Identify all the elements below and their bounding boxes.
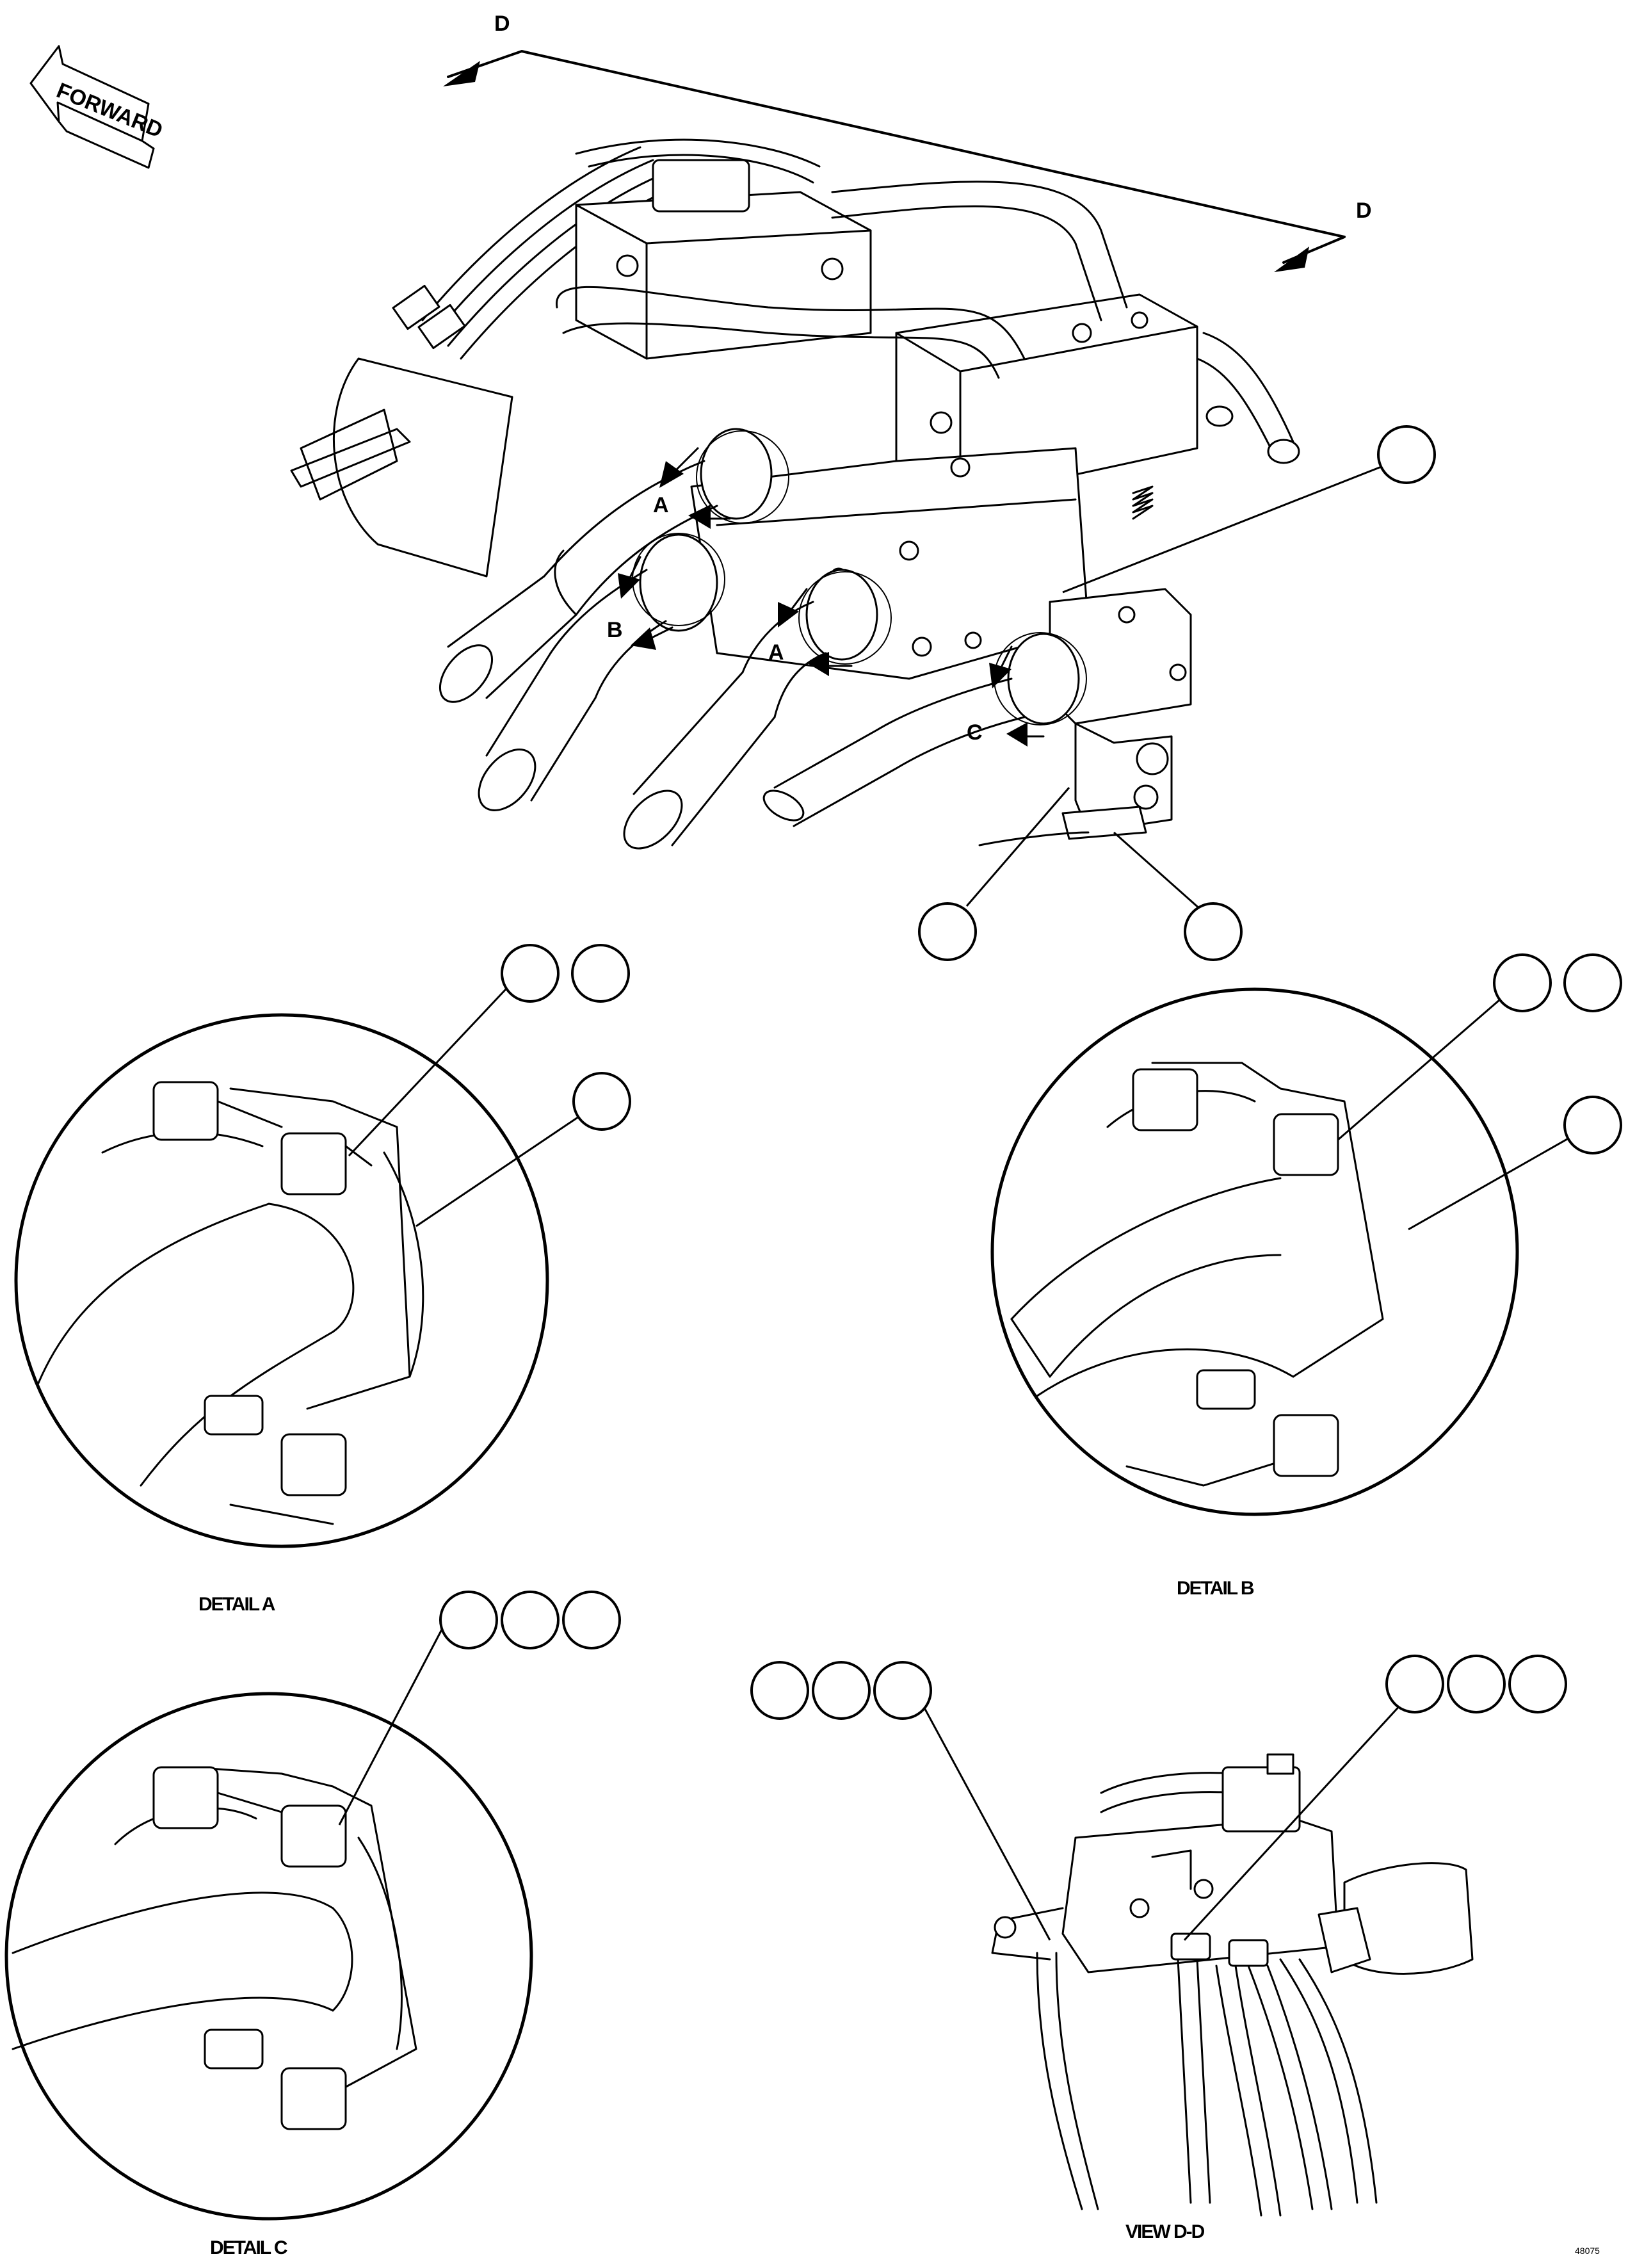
balloon — [1563, 953, 1622, 1012]
detail-c-callout: C — [967, 720, 983, 745]
balloon — [1385, 1655, 1444, 1713]
detail-c: DETAIL C — [4, 1591, 621, 2258]
forward-arrow-icon: FORWARD — [29, 45, 166, 169]
balloon — [918, 902, 977, 961]
detail-a-callout-2: A — [768, 640, 784, 665]
balloon — [873, 1661, 932, 1720]
view-d-label-left: D — [494, 12, 510, 36]
view-dd-caption: VIEW D-D — [1125, 2221, 1205, 2242]
balloon — [1563, 1096, 1622, 1154]
detail-a: DETAIL A — [14, 944, 631, 1615]
detail-b-caption: DETAIL B — [1177, 1578, 1254, 1599]
detail-b: DETAIL B — [990, 953, 1622, 1599]
balloon — [750, 1661, 809, 1720]
view-d-d: VIEW D-D — [750, 1655, 1567, 2242]
balloon — [812, 1661, 871, 1720]
view-d-section-line: D D — [443, 12, 1372, 272]
figure-number: 48075 — [1575, 2246, 1600, 2256]
balloon — [439, 1591, 498, 1649]
balloon — [562, 1591, 621, 1649]
balloon — [571, 944, 630, 1003]
balloon — [1377, 425, 1436, 484]
detail-b-callout: B — [607, 618, 623, 642]
balloon — [1508, 1655, 1567, 1713]
main-balloons — [918, 425, 1436, 961]
main-assembly: A B A C — [290, 138, 1300, 850]
detail-a-caption: DETAIL A — [198, 1594, 275, 1615]
detail-a-callout-1: A — [653, 493, 669, 517]
detail-c-caption: DETAIL C — [210, 2237, 287, 2258]
balloon — [501, 944, 560, 1003]
balloon — [1493, 953, 1552, 1012]
balloon — [1447, 1655, 1506, 1713]
balloon — [572, 1072, 631, 1131]
view-d-label-right: D — [1356, 198, 1372, 223]
balloon — [1184, 902, 1243, 961]
balloon — [501, 1591, 560, 1649]
